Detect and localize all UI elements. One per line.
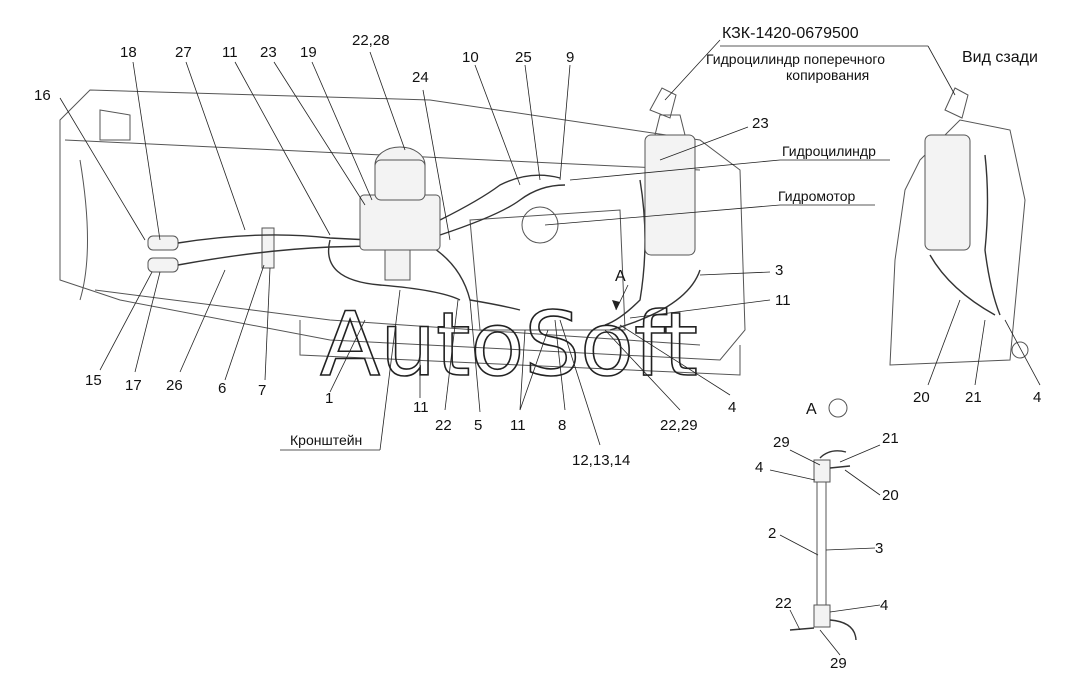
callout: 22 [435, 417, 452, 434]
callout: 22,28 [352, 32, 390, 49]
callout: 11 [510, 417, 526, 434]
leader-lines [59, 39, 1041, 656]
callout: 19 [300, 44, 317, 61]
callout: 22,29 [660, 417, 698, 434]
callout: 23 [260, 44, 277, 61]
callout: 25 [515, 49, 532, 66]
hydraulic-cylinder-main [644, 87, 696, 256]
quick-couplers [147, 227, 275, 273]
caption-rear-view: Вид сзади [962, 49, 1038, 66]
callout: 11 [775, 292, 791, 309]
callout: 2 [768, 525, 776, 542]
callout-labels: 16 18 27 11 23 19 22,28 24 10 25 9 23 3 … [34, 32, 1041, 672]
callout: 4 [728, 399, 736, 416]
callout: 6 [218, 380, 226, 397]
callout: 11 [413, 399, 429, 416]
callout: 15 [85, 372, 102, 389]
callout: 8 [558, 417, 566, 434]
drawing-title: КЗК-1420-0679500 [722, 25, 859, 42]
callout: 9 [566, 49, 574, 66]
callout: 5 [474, 417, 482, 434]
hoses [177, 154, 1001, 331]
caption-motor: Гидромотор [778, 188, 856, 204]
machine-frame [59, 89, 746, 376]
callout: 20 [882, 487, 899, 504]
callout: 3 [875, 540, 883, 557]
callout: 22 [775, 595, 792, 612]
callout: 1 [325, 390, 333, 407]
callout: 4 [755, 459, 763, 476]
callout: 21 [882, 430, 899, 447]
callout: 11 [222, 44, 238, 61]
arrow-a [612, 284, 629, 311]
callout: 24 [412, 69, 429, 86]
callout: 27 [175, 44, 192, 61]
callout: 4 [1033, 389, 1041, 406]
callout: 10 [462, 49, 479, 66]
valve-block [359, 146, 441, 281]
rear-view [889, 87, 1029, 366]
callout: 23 [752, 115, 769, 132]
view-a-detail [789, 398, 857, 641]
callout: 18 [120, 44, 137, 61]
callout: 17 [125, 377, 142, 394]
callout: 12,13,14 [572, 452, 630, 469]
callout: 4 [880, 597, 888, 614]
caption-cylinder: Гидроцилиндр [782, 143, 876, 159]
callout: 7 [258, 382, 266, 399]
caption-view-a: А [806, 401, 817, 418]
callout: 16 [34, 87, 51, 104]
caption-arrow-a: А [615, 268, 626, 285]
callout: 21 [965, 389, 982, 406]
callout: 3 [775, 262, 783, 279]
callout: 29 [773, 434, 790, 451]
callout: 29 [830, 655, 847, 672]
caption-cylinder-transverse-1: Гидроцилиндр поперечного [706, 51, 885, 67]
callout: 20 [913, 389, 930, 406]
callout: 26 [166, 377, 183, 394]
caption-bracket: Кронштейн [290, 432, 362, 448]
watermark: AutoSoft [320, 293, 698, 396]
caption-cylinder-transverse-2: копирования [786, 67, 869, 83]
